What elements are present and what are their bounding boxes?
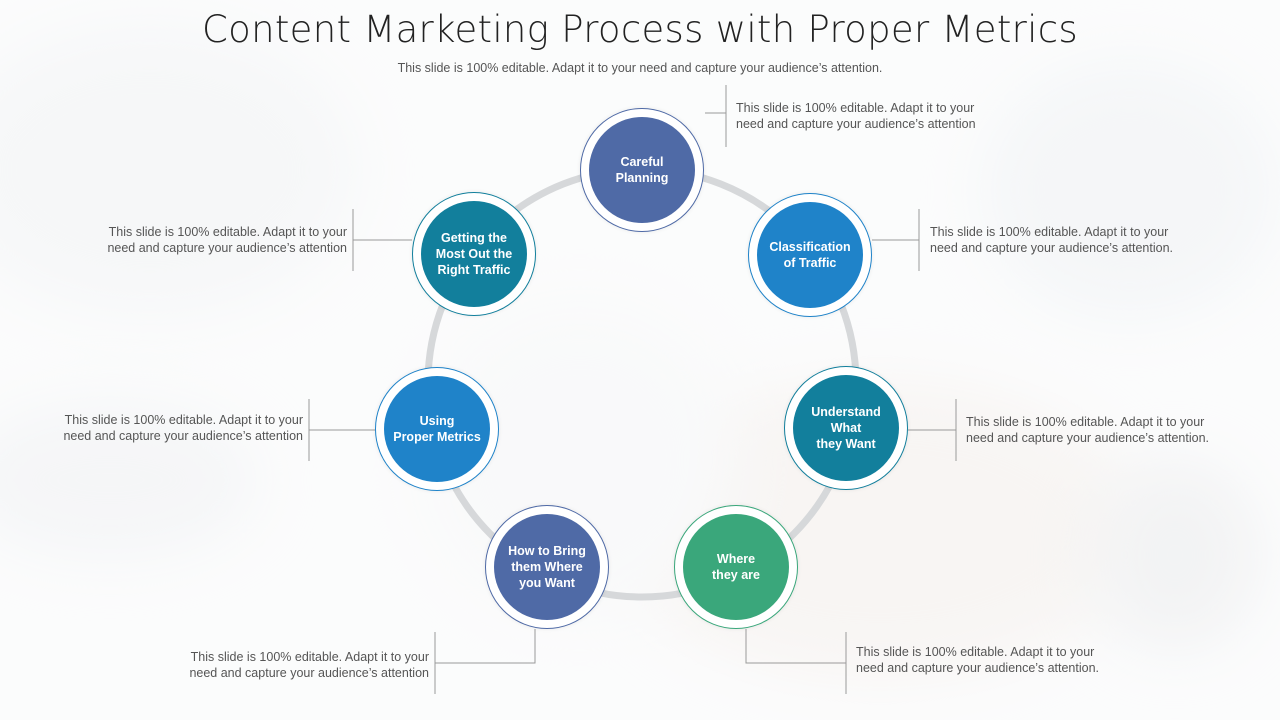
node-label-line: How to Bring [508, 544, 586, 558]
description-line: need and capture your audience’s attenti… [966, 431, 1210, 445]
node-label-line: Using [419, 414, 455, 428]
node-label-line: Getting the [441, 231, 507, 245]
description-line: need and capture your audience’s attenti… [856, 661, 1100, 675]
node-label-line: Where [716, 552, 756, 566]
description-line: This slide is 100% editable. Adapt it to… [966, 415, 1205, 429]
node-label-line: of Traffic [783, 256, 837, 270]
description-6: This slide is 100% editable. Adapt it to… [63, 412, 303, 444]
node-how-to-bring-them: How to Bring them Where you Want [485, 505, 609, 629]
description-line: need and capture your audience’s attenti… [189, 666, 429, 680]
node-how-to-bring-them-fill: How to Bring them Where you Want [494, 514, 600, 620]
node-label-line: them Where [511, 560, 583, 574]
description-line: This slide is 100% editable. Adapt it to… [856, 645, 1095, 659]
description-line: This slide is 100% editable. Adapt it to… [930, 225, 1169, 239]
node-label-line: you Want [519, 576, 575, 590]
description-line: This slide is 100% editable. Adapt it to… [108, 225, 347, 239]
node-getting-the-most-fill: Getting the Most Out the Right Traffic [421, 201, 527, 307]
page-subtitle: This slide is 100% editable. Adapt it to… [397, 61, 883, 75]
connector-4 [745, 629, 846, 664]
description-2: This slide is 100% editable. Adapt it to… [930, 224, 1173, 256]
node-careful-planning-fill: Careful Planning [589, 117, 695, 223]
page-title: Content Marketing Process with Proper Me… [202, 8, 1078, 51]
description-7: This slide is 100% editable. Adapt it to… [107, 224, 347, 256]
node-classification-of-traffic-fill: Classification of Traffic [757, 202, 863, 308]
description-line: This slide is 100% editable. Adapt it to… [190, 650, 429, 664]
description-1: This slide is 100% editable. Adapt it to… [736, 100, 976, 132]
node-using-proper-metrics-fill: Using Proper Metrics [384, 376, 490, 482]
description-line: This slide is 100% editable. Adapt it to… [736, 101, 975, 115]
description-5: This slide is 100% editable. Adapt it to… [189, 649, 429, 681]
node-label-line: Planning [615, 171, 669, 185]
connector-5 [435, 629, 536, 664]
node-label-line: Most Out the [435, 247, 513, 261]
node-using-proper-metrics: Using Proper Metrics [375, 367, 499, 491]
node-understand-what-they-want: Understand What they Want [784, 366, 908, 490]
description-4: This slide is 100% editable. Adapt it to… [856, 644, 1099, 676]
node-understand-what-they-want-fill: Understand What they Want [793, 375, 899, 481]
node-label-line: they Want [816, 437, 876, 451]
description-line: need and capture your audience’s attenti… [107, 241, 347, 255]
node-label-line: Careful [620, 155, 664, 169]
description-line: need and capture your audience’s attenti… [63, 429, 303, 443]
node-label-line: Classification [769, 240, 851, 254]
description-line: need and capture your audience’s attenti… [736, 117, 976, 131]
node-label-line: Proper Metrics [393, 430, 481, 444]
node-classification-of-traffic: Classification of Traffic [748, 193, 872, 317]
node-getting-the-most: Getting the Most Out the Right Traffic [412, 192, 536, 316]
node-label-line: Understand [811, 405, 881, 419]
node-label-line: Right Traffic [437, 263, 511, 277]
node-careful-planning: Careful Planning [580, 108, 704, 232]
node-where-they-are-fill: Where they are [683, 514, 789, 620]
node-where-they-are: Where they are [674, 505, 798, 629]
description-line: This slide is 100% editable. Adapt it to… [64, 413, 303, 427]
node-label-line: What [830, 421, 862, 435]
node-label-line: they are [712, 568, 760, 582]
description-3: This slide is 100% editable. Adapt it to… [966, 414, 1209, 446]
description-line: need and capture your audience’s attenti… [930, 241, 1174, 255]
